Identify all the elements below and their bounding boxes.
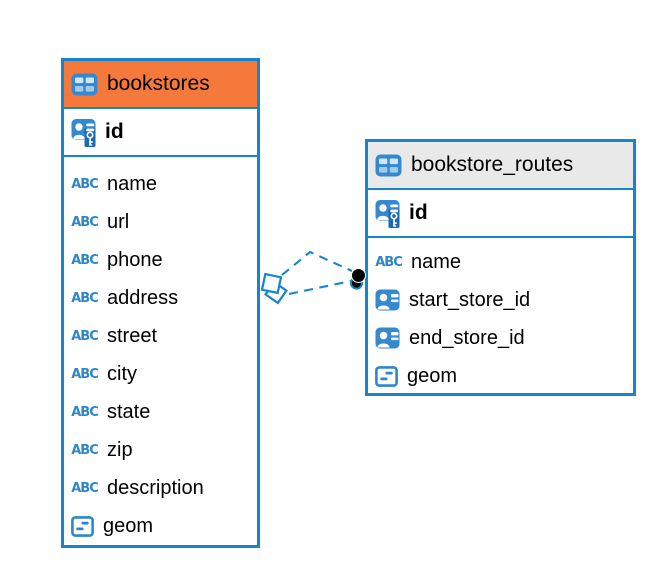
geometry-type-icon (71, 515, 94, 537)
column-label: geom (103, 514, 154, 537)
foreign-key-icon (375, 289, 400, 311)
column-label: address (107, 286, 179, 309)
relationship-line-lower[interactable] (288, 279, 352, 296)
text-type-icon: ABC (71, 366, 99, 382)
text-type-icon: ABC (71, 404, 99, 420)
column-label: phone (107, 248, 163, 271)
text-type-icon: ABC (71, 480, 99, 496)
column-label: city (107, 362, 137, 385)
column-label: id (409, 201, 428, 224)
many-end-squares-marker[interactable] (260, 272, 288, 305)
geometry-type-icon (375, 365, 398, 387)
column-row[interactable]: ABC city (71, 355, 257, 393)
column-row[interactable]: ABC zip (71, 431, 257, 469)
table-icon (71, 73, 98, 96)
text-type-icon: ABC (375, 254, 403, 270)
text-type-icon: ABC (71, 328, 99, 344)
column-row[interactable]: ABC state (71, 393, 257, 431)
text-type-icon: ABC (71, 442, 99, 458)
table-bookstores[interactable]: bookstores id A (61, 58, 260, 548)
column-row[interactable]: ABC street (71, 317, 257, 355)
column-label: name (107, 172, 158, 195)
column-label: end_store_id (409, 326, 525, 349)
column-row[interactable]: end_store_id (375, 319, 633, 357)
one-end-dots-marker[interactable] (349, 268, 366, 290)
column-row[interactable]: ABC url (71, 203, 257, 241)
table-bookstores-header[interactable]: bookstores (64, 61, 257, 109)
column-row[interactable]: ABC address (71, 279, 257, 317)
column-row[interactable]: ABC description (71, 469, 257, 507)
primary-key-icon (71, 118, 96, 147)
text-type-icon: ABC (71, 252, 99, 268)
column-row[interactable]: start_store_id (375, 281, 633, 319)
table-bookstore-routes-header[interactable]: bookstore_routes (368, 142, 633, 190)
text-type-icon: ABC (71, 290, 99, 306)
column-list: ABC name start_store_id (368, 238, 633, 395)
column-label: state (107, 400, 151, 423)
column-row-pk[interactable]: id (64, 109, 257, 157)
column-row[interactable]: geom (71, 507, 257, 545)
primary-key-icon (375, 199, 400, 228)
relationship-line-upper[interactable] (281, 250, 353, 276)
table-title: bookstores (107, 72, 210, 95)
column-label: description (107, 476, 204, 499)
column-label: url (107, 210, 130, 233)
column-row-pk[interactable]: id (368, 190, 633, 238)
table-title: bookstore_routes (411, 153, 574, 176)
text-type-icon: ABC (71, 214, 99, 230)
column-label: name (411, 250, 462, 273)
column-label: geom (407, 364, 458, 387)
text-type-icon: ABC (71, 176, 99, 192)
column-label: id (105, 120, 124, 143)
column-label: start_store_id (409, 288, 531, 311)
column-row[interactable]: ABC name (71, 165, 257, 203)
table-icon (375, 154, 402, 177)
column-label: street (107, 324, 158, 347)
table-bookstore-routes[interactable]: bookstore_routes id (365, 139, 636, 396)
column-row[interactable]: ABC phone (71, 241, 257, 279)
foreign-key-icon (375, 327, 400, 349)
column-row[interactable]: geom (375, 357, 633, 395)
column-list: ABC name ABC url ABC phone ABC address A… (64, 157, 257, 545)
column-row[interactable]: ABC name (375, 243, 633, 281)
column-label: zip (107, 438, 133, 461)
